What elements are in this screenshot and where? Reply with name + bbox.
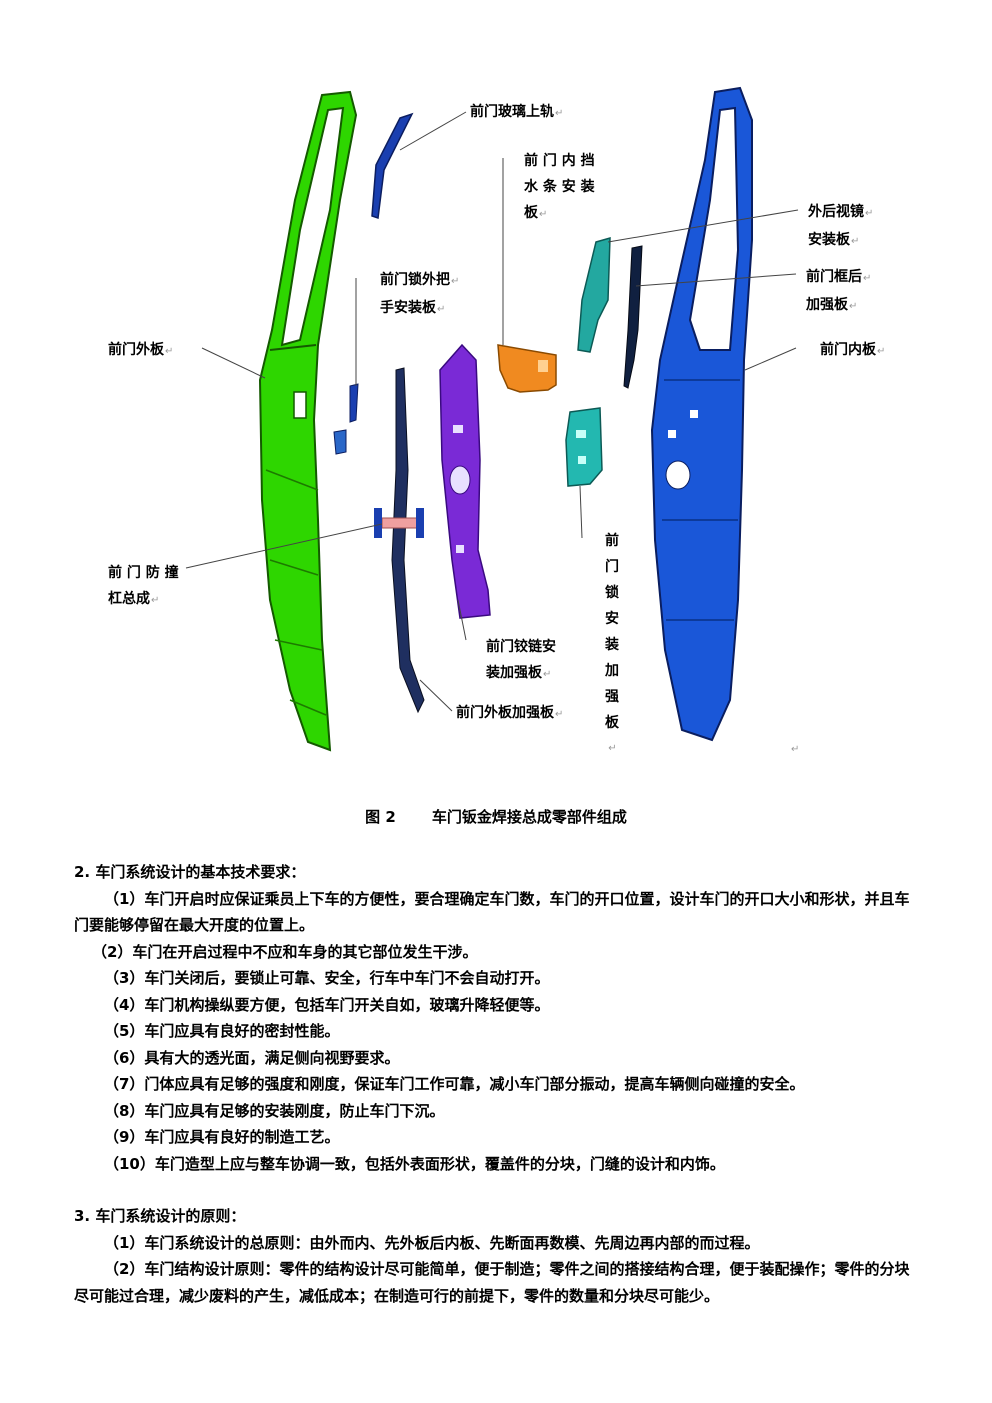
label-line-1: 前门框后	[806, 269, 862, 285]
small-bracket-part	[333, 429, 347, 455]
label-outer-panel: 前门外板↵	[108, 337, 173, 365]
return-mark: ↵	[451, 276, 460, 287]
return-mark: ↵	[791, 744, 800, 755]
label-char: 板	[605, 715, 619, 731]
return-mark: ↵	[608, 743, 617, 754]
lock-reinf-plate-part	[565, 407, 603, 487]
label-char: 加	[605, 663, 619, 679]
return-mark: ↵	[851, 236, 860, 247]
lock-handle-plate-part	[349, 383, 359, 423]
list-item: （10）车门造型上应与整车协调一致，包括外表面形状，覆盖件的分块，门缝的设计和内…	[104, 1154, 725, 1173]
label-line-1: 前门铰链安	[486, 639, 556, 655]
return-mark: ↵	[555, 709, 564, 720]
label-lock-handle-plate: 前门锁外把↵ 手安装板↵	[380, 267, 459, 323]
return-mark: ↵	[151, 595, 160, 606]
label-line-1: 前 门 防 撞	[108, 565, 179, 581]
return-mark: ↵	[863, 273, 872, 284]
mirror-plate-part	[577, 236, 611, 353]
label-frame-rear-reinf: 前门框后↵ 加强板↵	[806, 264, 871, 320]
label-char: 强	[605, 689, 619, 705]
label-text: 前门外板加强板	[456, 705, 554, 721]
return-mark: ↵	[437, 304, 446, 315]
label-char: 门	[605, 559, 619, 575]
glass-upper-rail-part	[371, 112, 414, 220]
return-mark: ↵	[849, 301, 858, 312]
label-inner-panel: 前门内板↵	[820, 337, 885, 365]
list-item: （5）车门应具有良好的密封性能。	[104, 1022, 340, 1040]
frame-rear-reinf-part	[623, 245, 643, 389]
label-glass-upper-rail: 前门玻璃上轨↵	[470, 99, 563, 127]
list-item: （2）车门结构设计原则：零件的结构设计尽可能简单，便于制造；零件之间的搭接结构合…	[74, 1260, 910, 1305]
label-line-1: 外后视镜	[808, 204, 864, 220]
label-line-3: 板	[524, 205, 538, 221]
return-mark: ↵	[865, 208, 874, 219]
list-item: （4）车门机构操纵要方便，包括车门开关自如，玻璃升降轻便等。	[104, 995, 550, 1014]
list-item: （6）具有大的透光面，满足侧向视野要求。	[104, 1048, 400, 1067]
list-item: （1）车门开启时应保证乘员上下车的方便性，要合理确定车门数，车门的开口位置，设计…	[74, 889, 910, 935]
label-mirror-plate: 外后视镜↵ 安装板↵	[808, 199, 873, 255]
label-line-2: 加强板	[806, 297, 848, 313]
label-anti-collision-beam: 前 门 防 撞 杠总成↵	[108, 560, 179, 614]
list-item: （3）车门关闭后，要锁止可靠、安全，行车中车门不会自动打开。	[104, 969, 550, 987]
label-inner-strip-plate: 前 门 内 挡 水 条 安 装 板↵	[524, 148, 595, 228]
label-line-2: 安装板	[808, 232, 850, 248]
label-line-2: 手安装板	[380, 300, 436, 316]
list-item: （7）门体应具有足够的强度和刚度，保证车门工作可靠，减小车门部分振动，提高车辆侧…	[104, 1075, 805, 1093]
label-char: 锁	[605, 585, 619, 601]
front-door-inner-panel-part	[650, 86, 753, 742]
return-mark: ↵	[555, 108, 564, 119]
list-item: （1）车门系统设计的总原则：由外而内、先外板后内板、先断面再数模、先周边再内部的…	[104, 1233, 760, 1252]
label-char: 安	[605, 611, 619, 627]
label-line-2: 水 条 安 装	[524, 179, 595, 195]
label-line-2: 杠总成	[108, 591, 150, 607]
outer-panel-reinf-part	[391, 367, 425, 714]
figure-caption: 图 2 车门钣金焊接总成零部件组成	[0, 806, 992, 827]
label-char: 装	[605, 637, 619, 653]
hinge-reinf-plate-part	[439, 343, 491, 619]
return-mark: ↵	[543, 669, 552, 680]
return-mark: ↵	[877, 346, 886, 357]
list-item: （2）车门在开启过程中不应和车身的其它部位发生干涉。	[92, 942, 478, 961]
label-text: 前门玻璃上轨	[470, 104, 554, 120]
label-text: 前门外板	[108, 342, 164, 358]
label-char: 前	[605, 533, 619, 549]
door-assembly-figure	[185, 86, 799, 752]
inner-strip-plate-part	[497, 344, 557, 393]
section-2: 2. 车门系统设计的基本技术要求： （1）车门开启时应保证乘员上下车的方便性，要…	[74, 859, 916, 1309]
label-line-2: 装加强板	[486, 665, 542, 681]
label-text: 前门内板	[820, 342, 876, 358]
caption-number: 图 2	[365, 808, 396, 826]
return-mark: ↵	[539, 209, 548, 220]
section-heading: 2. 车门系统设计的基本技术要求：	[74, 863, 306, 881]
return-mark: ↵	[165, 346, 174, 357]
label-outer-panel-reinf: 前门外板加强板↵	[456, 700, 563, 728]
list-item: （8）车门应具有足够的安装刚度，防止车门下沉。	[104, 1101, 445, 1120]
caption-title: 车门钣金焊接总成零部件组成	[431, 808, 627, 826]
front-door-outer-panel-part	[258, 90, 358, 752]
label-line-1: 前 门 内 挡	[524, 153, 595, 169]
leader-lines	[185, 111, 799, 712]
label-line-1: 前门锁外把	[380, 272, 450, 288]
label-lock-reinf-vertical: 前 门 锁 安 装 加 强 板 ↵	[602, 528, 622, 762]
label-hinge-reinf: 前门铰链安 装加强板↵	[486, 634, 556, 688]
anti-collision-beam-part	[374, 508, 424, 538]
section-heading: 3. 车门系统设计的原则：	[74, 1207, 246, 1225]
list-item: （9）车门应具有良好的制造工艺。	[104, 1128, 340, 1146]
